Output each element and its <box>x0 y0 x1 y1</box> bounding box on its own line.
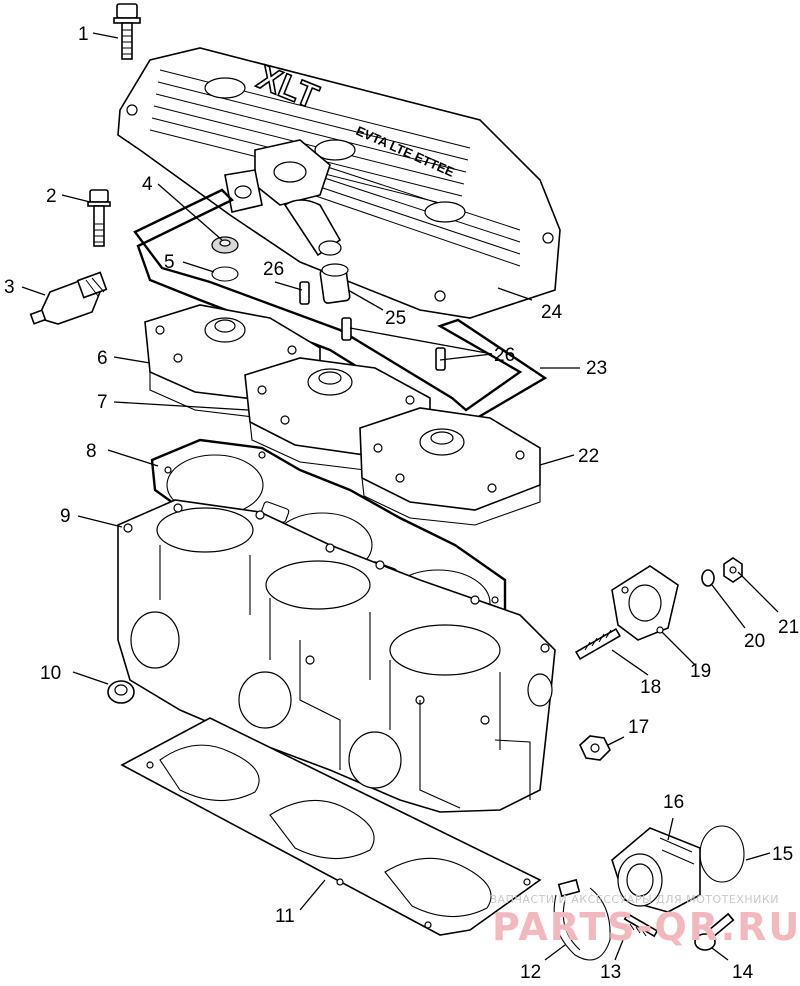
callout-9: 9 <box>60 506 71 527</box>
callout-15: 15 <box>772 844 793 865</box>
stud-18 <box>574 627 622 661</box>
callout-1: 1 <box>78 24 89 45</box>
callout-20: 20 <box>744 631 765 652</box>
dowel-pins <box>299 281 446 371</box>
nut-17 <box>579 735 611 761</box>
callout-3: 3 <box>4 277 15 298</box>
callout-25: 25 <box>385 308 406 329</box>
nut-21 <box>723 557 743 583</box>
bolt-14 <box>694 912 735 951</box>
washer-20 <box>701 569 715 587</box>
callout-11: 11 <box>275 906 295 927</box>
callout-4: 4 <box>142 174 153 195</box>
head-cover: XLT EVTA LTE ETTEE <box>117 47 561 319</box>
callout-21: 21 <box>778 617 799 638</box>
watermark-tagline: ЗАПЧАСТИ И АКСЕССУАРЫ ДЛЯ МОТОТЕХНИКИ <box>490 893 779 906</box>
callout-16: 16 <box>663 792 684 813</box>
callout-26-lower: 26 <box>494 345 515 366</box>
callout-26-upper: 26 <box>263 259 284 280</box>
callout-6: 6 <box>97 348 108 369</box>
callout-23: 23 <box>586 358 607 379</box>
cover-plate-19 <box>611 565 679 641</box>
callout-19: 19 <box>690 661 711 682</box>
cylinder-head-pto <box>359 407 541 526</box>
callout-22: 22 <box>578 446 599 467</box>
outlet-fitting <box>319 263 351 304</box>
watermark: ЗАПЧАСТИ И АКСЕССУАРЫ ДЛЯ МОТОТЕХНИКИ PA… <box>490 893 800 949</box>
callout-24: 24 <box>541 302 563 323</box>
exhaust-plug <box>107 680 135 704</box>
callout-7: 7 <box>97 392 108 413</box>
base-gasket <box>120 717 542 936</box>
temperature-sensor <box>29 271 108 325</box>
o-ring-15 <box>699 825 745 883</box>
callout-5: 5 <box>164 252 175 273</box>
head-bolt <box>87 189 111 247</box>
callout-18: 18 <box>640 677 661 698</box>
watermark-logo: PARTS-QR.RU <box>492 905 800 949</box>
callout-17: 17 <box>628 717 649 738</box>
screw-13 <box>623 912 659 938</box>
washer-and-clip <box>211 236 239 282</box>
callout-8: 8 <box>86 441 97 462</box>
adapter-16 <box>611 827 701 913</box>
callout-13: 13 <box>600 962 621 983</box>
callout-labels: 1 2 3 4 5 6 7 8 9 10 11 12 13 14 15 16 1… <box>4 24 799 983</box>
hose-clamp-12 <box>553 878 611 961</box>
callout-10: 10 <box>40 663 61 684</box>
cover-gasket <box>133 188 548 424</box>
callout-14: 14 <box>732 962 754 983</box>
callout-2: 2 <box>46 186 57 207</box>
leader-lines <box>21 32 779 961</box>
callout-12: 12 <box>520 962 541 983</box>
cover-bolt <box>113 3 141 60</box>
cylinder-block <box>117 499 556 813</box>
